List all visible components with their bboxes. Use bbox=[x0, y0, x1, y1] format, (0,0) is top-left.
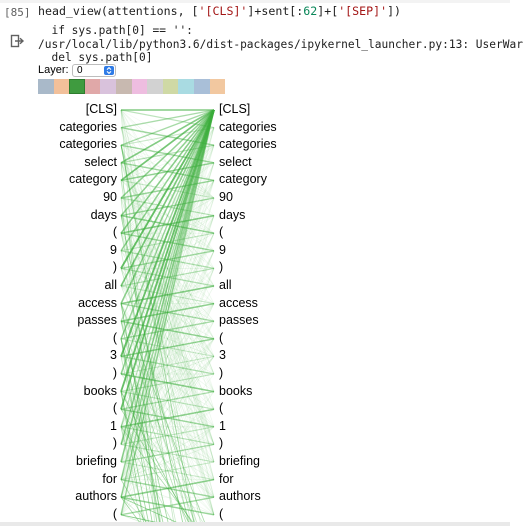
token-right[interactable]: categories bbox=[219, 119, 277, 134]
attention-head-swatch[interactable] bbox=[209, 79, 226, 94]
token-left[interactable]: ) bbox=[112, 436, 117, 451]
token-right[interactable]: briefing bbox=[219, 454, 260, 468]
token-left[interactable]: days bbox=[90, 207, 117, 222]
token-left[interactable]: category bbox=[69, 172, 117, 187]
output-redirect-icon[interactable] bbox=[10, 34, 25, 48]
attention-head-swatch[interactable] bbox=[131, 79, 148, 94]
viewport-bottom-edge bbox=[0, 522, 510, 526]
token-left[interactable]: ( bbox=[112, 506, 117, 521]
token-left[interactable]: 1 bbox=[110, 418, 117, 433]
token-right[interactable]: days bbox=[219, 207, 246, 222]
token-right[interactable]: for bbox=[219, 471, 234, 486]
stderr-line: del sys.path[0] bbox=[38, 51, 153, 64]
token-right[interactable]: select bbox=[219, 154, 252, 169]
token-left[interactable]: briefing bbox=[76, 454, 117, 468]
select-arrows-icon bbox=[104, 66, 114, 75]
token-left[interactable]: [CLS] bbox=[85, 102, 117, 116]
token-right[interactable]: access bbox=[219, 295, 258, 310]
token-right[interactable]: ( bbox=[219, 506, 224, 521]
token-left[interactable]: categories bbox=[59, 137, 117, 152]
token-left[interactable]: 9 bbox=[110, 242, 117, 257]
token-left[interactable]: passes bbox=[77, 313, 117, 328]
output-area bbox=[34, 24, 510, 526]
token-left[interactable]: for bbox=[102, 471, 117, 486]
token-left[interactable]: 90 bbox=[103, 190, 117, 204]
token-right[interactable]: 9 bbox=[219, 242, 226, 257]
attention-head-swatches bbox=[38, 79, 226, 94]
code-num: 62 bbox=[303, 4, 318, 18]
token-right[interactable]: passes bbox=[219, 313, 259, 328]
execution-count: [85] bbox=[4, 6, 31, 19]
token-left[interactable]: ( bbox=[112, 225, 117, 240]
attention-head-swatch[interactable] bbox=[162, 79, 179, 94]
token-right[interactable]: ) bbox=[219, 436, 224, 451]
token-left[interactable]: ) bbox=[112, 260, 117, 275]
token-left[interactable]: select bbox=[84, 154, 117, 169]
code-end: ]) bbox=[387, 4, 402, 18]
code-fn: head_view(attentions, [ bbox=[38, 4, 199, 18]
token-right[interactable]: books bbox=[219, 383, 253, 398]
attention-head-swatch[interactable] bbox=[115, 79, 132, 94]
stderr-line: if sys.path[0] == '': bbox=[38, 24, 193, 37]
token-left[interactable]: authors bbox=[75, 489, 117, 504]
token-left[interactable]: books bbox=[83, 383, 117, 398]
code-str-sep: '[SEP]' bbox=[338, 4, 388, 18]
previous-output-edge bbox=[0, 0, 510, 3]
token-right[interactable]: ( bbox=[219, 401, 224, 416]
code-input[interactable]: head_view(attentions, ['[CLS]']+sent[:62… bbox=[38, 4, 508, 18]
token-left[interactable]: ) bbox=[112, 366, 117, 380]
token-left[interactable]: ( bbox=[112, 401, 117, 416]
token-right[interactable]: all bbox=[219, 278, 232, 292]
attention-head-swatch[interactable] bbox=[84, 79, 101, 94]
layer-select[interactable]: 0 bbox=[72, 64, 116, 77]
layer-label: Layer: bbox=[38, 64, 69, 76]
attention-head-swatch[interactable] bbox=[38, 79, 54, 94]
attention-head-swatch[interactable] bbox=[100, 79, 116, 94]
token-right[interactable]: 90 bbox=[219, 190, 233, 204]
token-right[interactable]: authors bbox=[219, 489, 261, 504]
token-right[interactable]: category bbox=[219, 172, 267, 187]
token-right[interactable]: ( bbox=[219, 225, 224, 240]
code-mid: ]+sent[: bbox=[247, 4, 304, 18]
token-right[interactable]: categories bbox=[219, 137, 277, 152]
layer-select-value: 0 bbox=[77, 65, 83, 76]
token-right[interactable]: ) bbox=[219, 260, 224, 275]
attention-head-swatch[interactable] bbox=[53, 79, 70, 94]
code-str-cls: '[CLS]' bbox=[198, 4, 248, 18]
attention-head-swatch[interactable] bbox=[147, 79, 163, 94]
token-left[interactable]: ( bbox=[112, 330, 117, 345]
token-right[interactable]: ( bbox=[219, 330, 224, 345]
token-right[interactable]: ) bbox=[219, 366, 224, 380]
stderr-line: /usr/local/lib/python3.6/dist-packages/i… bbox=[38, 38, 523, 51]
attention-head-swatch[interactable] bbox=[193, 79, 210, 94]
token-right[interactable]: 1 bbox=[219, 418, 226, 433]
attention-head-swatch[interactable] bbox=[178, 79, 194, 94]
token-left[interactable]: 3 bbox=[110, 348, 117, 363]
token-right[interactable]: 3 bbox=[219, 348, 226, 363]
code-mid2: ]+[ bbox=[317, 4, 339, 18]
token-left[interactable]: categories bbox=[59, 119, 117, 134]
token-left[interactable]: all bbox=[104, 278, 117, 292]
token-left[interactable]: access bbox=[78, 295, 117, 310]
token-right[interactable]: [CLS] bbox=[219, 102, 251, 116]
attention-head-swatch[interactable] bbox=[69, 79, 85, 94]
